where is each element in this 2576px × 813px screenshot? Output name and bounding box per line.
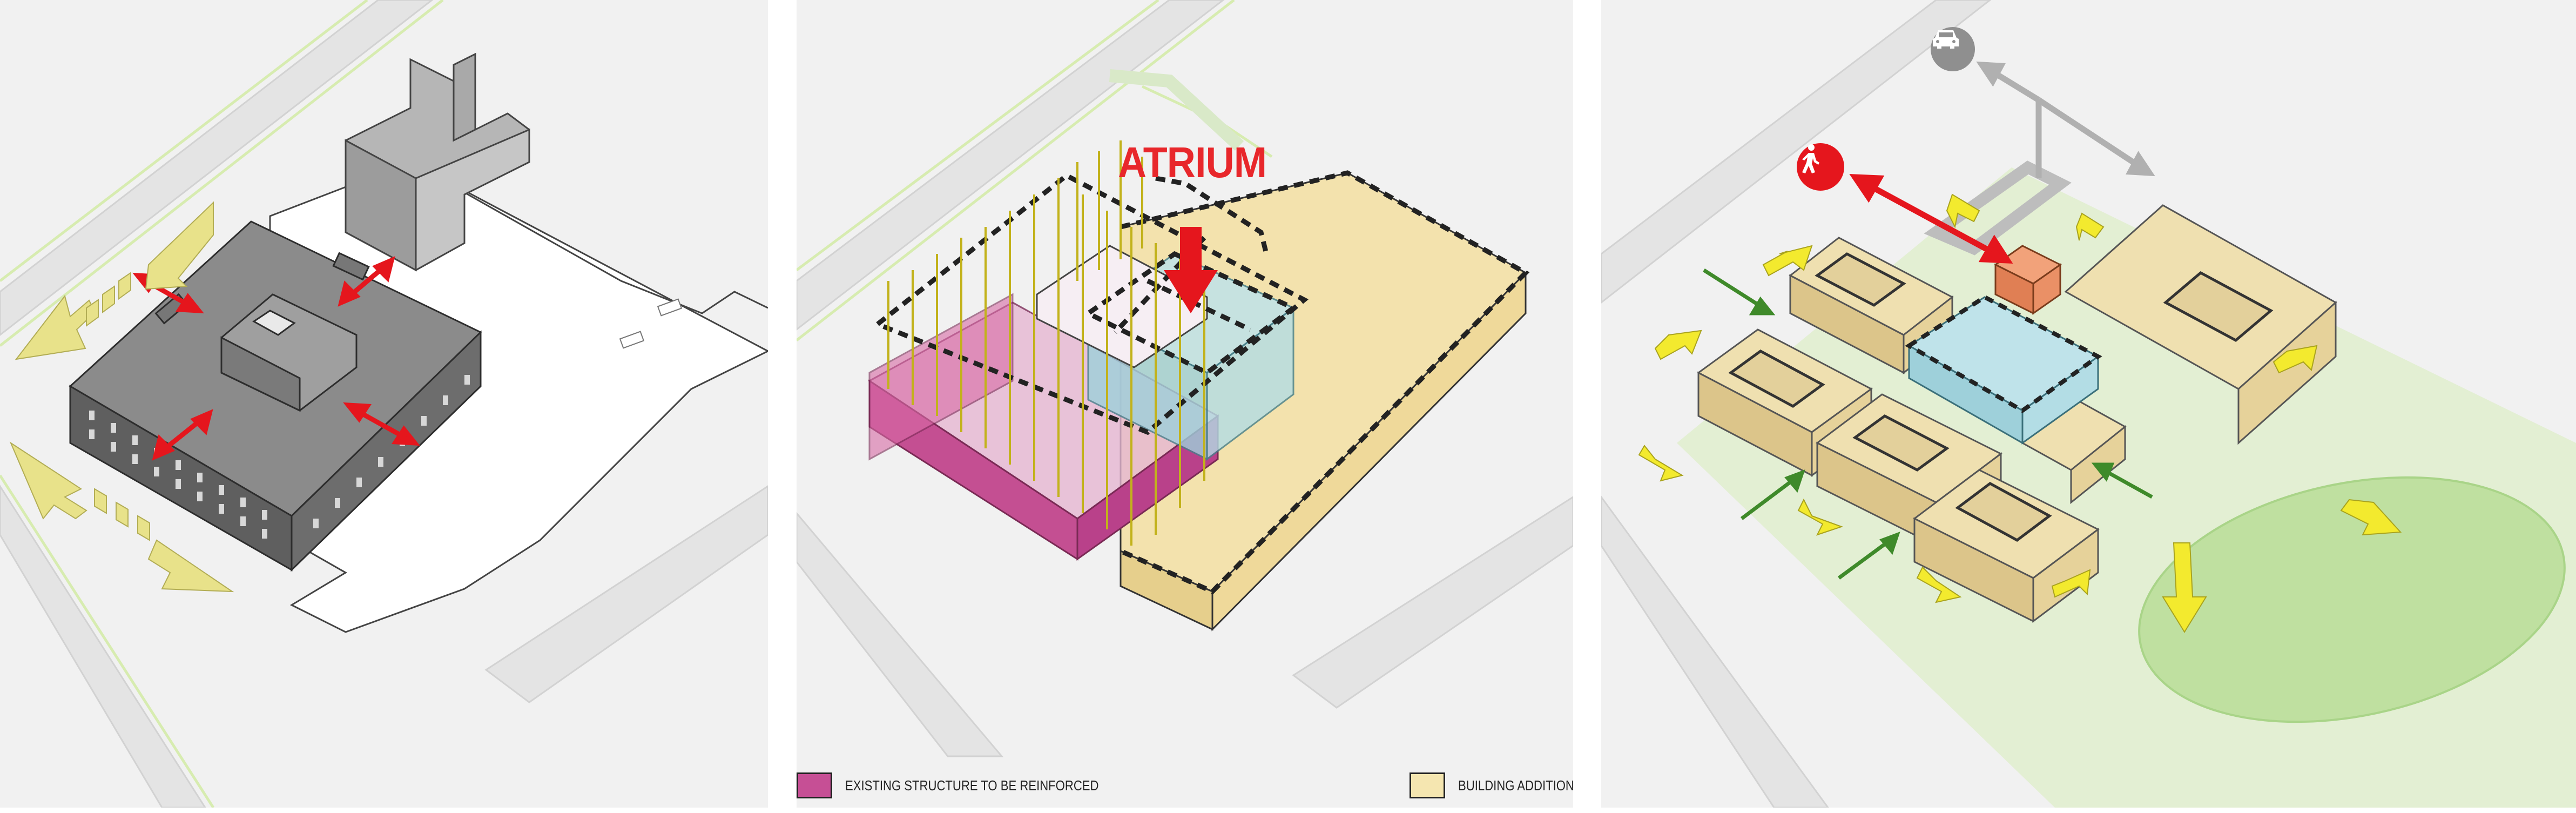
existing-roof-box bbox=[1036, 245, 1208, 368]
green-lawn bbox=[2138, 476, 2566, 723]
roads bbox=[0, 0, 768, 808]
pedestrian-icon bbox=[1797, 143, 1844, 191]
building-blocks bbox=[1697, 204, 2337, 623]
roads bbox=[1601, 0, 1992, 808]
existing-building-diagram bbox=[0, 0, 768, 808]
car-icon bbox=[1931, 27, 1975, 71]
atrium-callout: ATRIUM bbox=[1118, 138, 1267, 186]
site-outline bbox=[269, 161, 768, 633]
atrium-arrow-icon bbox=[1164, 227, 1218, 313]
atrium-concept-diagram bbox=[797, 0, 1573, 757]
panel-existing-building bbox=[0, 0, 768, 808]
road-edge-lines bbox=[0, 0, 444, 808]
entry-block bbox=[1994, 245, 2062, 315]
legend-label-addition: BUILDING ADDITION bbox=[1458, 777, 1573, 794]
legend-item-building-addition: BUILDING ADDITION bbox=[1410, 771, 1573, 799]
circulation-diagram bbox=[1601, 0, 2576, 808]
atrium-dashed-outline bbox=[1905, 294, 2102, 413]
existing-tower bbox=[345, 52, 530, 272]
vehicle-path-arrow bbox=[1976, 61, 2155, 178]
legend-item-existing-structure: EXISTING STRUCTURE TO BE REINFORCED bbox=[797, 771, 1143, 799]
car-glyph bbox=[1933, 30, 1959, 49]
green-entry-arrows bbox=[1703, 268, 2153, 580]
pedestrian-glyph bbox=[1802, 144, 1819, 173]
pedestrian-path-arrow bbox=[1849, 174, 2013, 264]
yellow-arrows bbox=[9, 201, 234, 593]
atrium-glass bbox=[1907, 296, 2100, 445]
red-arrows bbox=[132, 256, 420, 461]
panel-atrium-concept: ATRIUM EXISTING STRUCTURE TO BE REINFORC… bbox=[797, 0, 1573, 808]
yellow-view-arrows bbox=[1638, 193, 2402, 633]
panel-circulation-and-views bbox=[1601, 0, 2576, 808]
legend-swatch-addition bbox=[1410, 772, 1445, 798]
legend-label-existing: EXISTING STRUCTURE TO BE REINFORCED bbox=[845, 777, 1099, 794]
reinforcement-columns bbox=[887, 140, 1205, 546]
existing-windows bbox=[89, 375, 470, 539]
legend-swatch-existing bbox=[797, 772, 832, 798]
